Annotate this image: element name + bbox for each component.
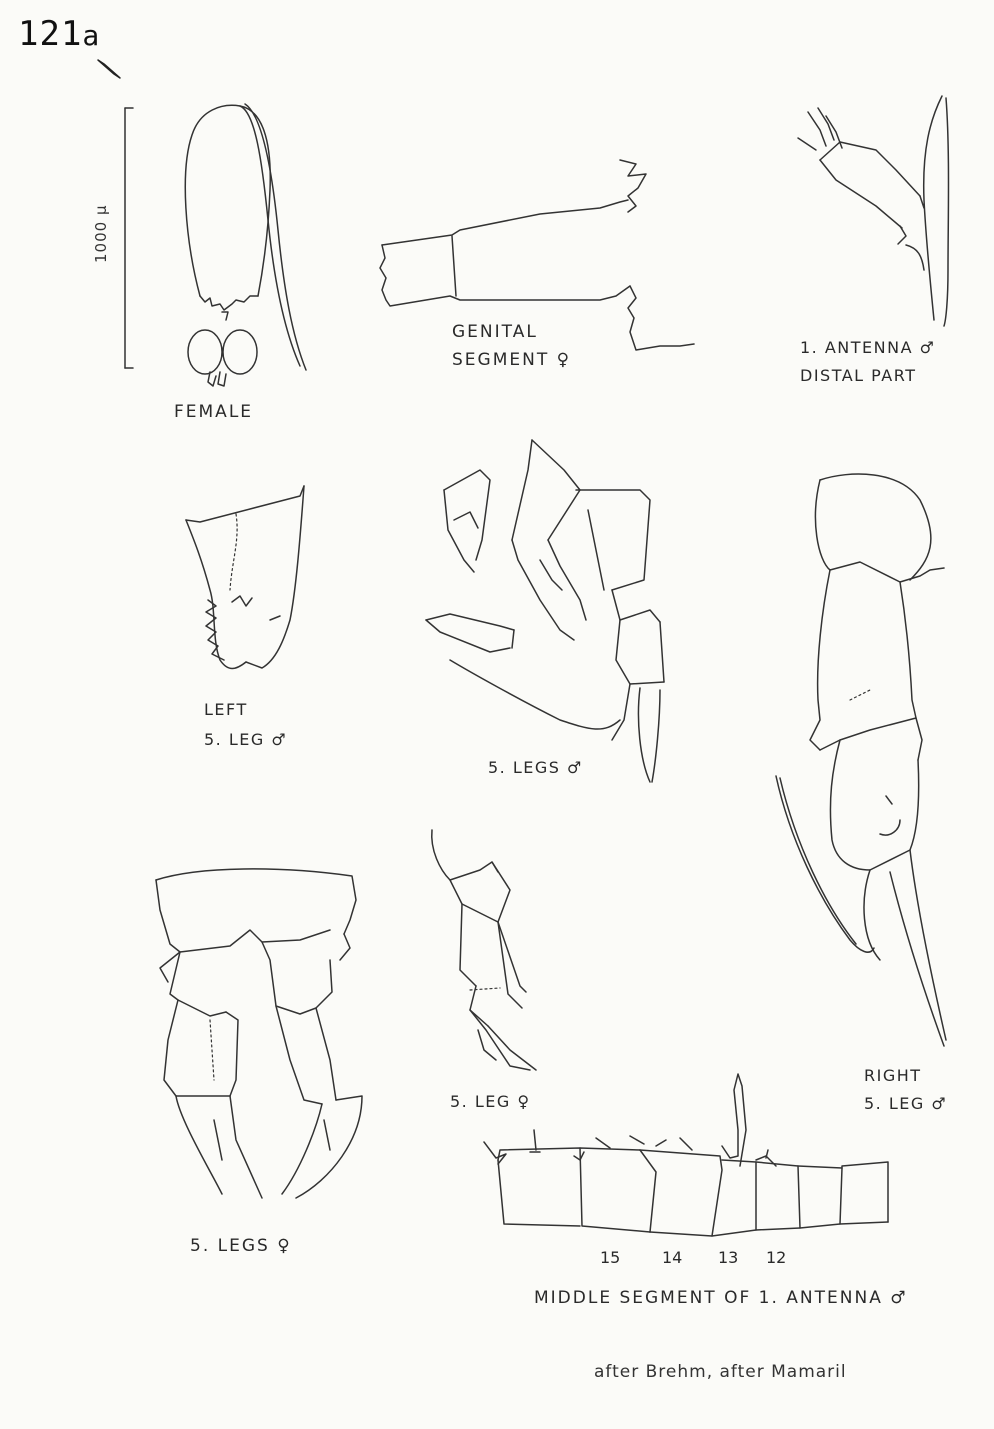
segment-number-15: 15 xyxy=(600,1248,621,1267)
label-left-leg-line1: LEFT xyxy=(204,700,248,719)
scale-bar xyxy=(124,107,134,369)
segment-number-13: 13 xyxy=(718,1248,739,1267)
segment-number-12: 12 xyxy=(766,1248,787,1267)
segment-number-14: 14 xyxy=(662,1248,683,1267)
pen-mark xyxy=(97,59,121,79)
right-leg-male-drawing xyxy=(775,473,947,1047)
label-right-leg-line2: 5. LEG ♂ xyxy=(864,1094,948,1113)
legs-female-drawing xyxy=(155,868,363,1199)
label-leg-female: 5. LEG ♀ xyxy=(450,1092,531,1111)
label-antenna-distal-line1: 1. ANTENNA ♂ xyxy=(800,338,936,357)
antenna-middle-segment-drawing xyxy=(483,1073,889,1237)
label-middle-segment: MIDDLE SEGMENT OF 1. ANTENNA ♂ xyxy=(534,1288,908,1308)
genital-segment-drawing xyxy=(379,159,695,351)
female-habitus-drawing xyxy=(184,103,307,387)
plate-number-suffix: a xyxy=(82,19,101,52)
credit-line: after Brehm, after Mamaril xyxy=(594,1362,847,1382)
label-right-leg-line1: RIGHT xyxy=(864,1066,922,1085)
antenna-distal-drawing xyxy=(797,95,950,327)
plate-number-main: 121 xyxy=(18,14,83,54)
left-leg-male-drawing xyxy=(185,485,305,670)
label-left-leg-line2: 5. LEG ♂ xyxy=(204,730,288,749)
label-genital-segment: GENITAL SEGMENT ♀ xyxy=(452,322,572,370)
label-genital-segment-line: GENITAL SEGMENT ♀ xyxy=(452,318,582,374)
label-legs-male: 5. LEGS ♂ xyxy=(488,758,583,777)
label-female: FEMALE xyxy=(174,402,254,422)
label-legs-female: 5. LEGS ♀ xyxy=(190,1236,292,1256)
legs-male-drawing xyxy=(425,439,665,783)
scale-bar-label: 1000 μ xyxy=(92,204,110,264)
plate-number: 121a xyxy=(18,14,100,54)
leg-female-drawing xyxy=(431,829,537,1071)
label-antenna-distal-line2: DISTAL PART xyxy=(800,366,917,385)
